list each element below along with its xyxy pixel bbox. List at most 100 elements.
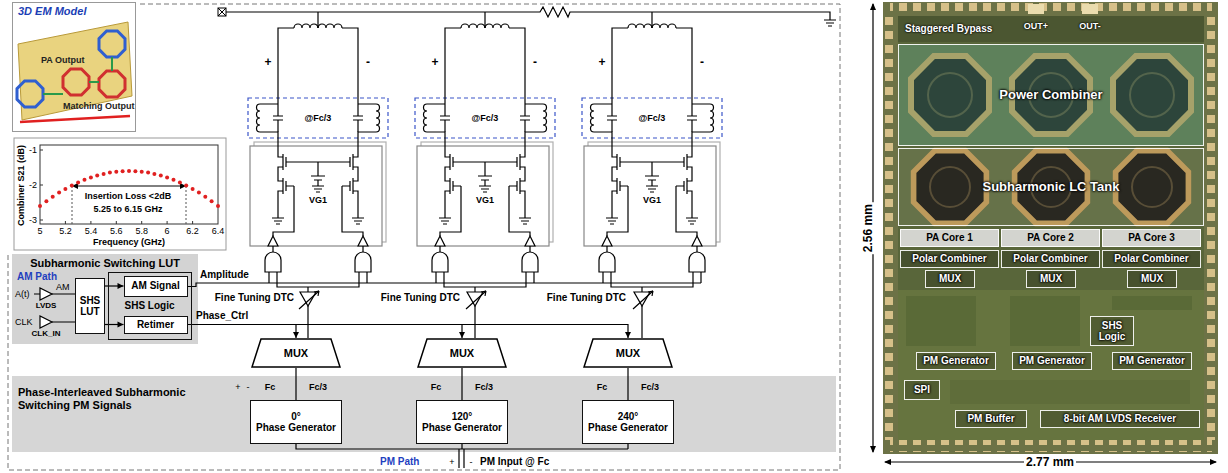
logic-box: SHS LogicAM SignalRetimer <box>108 272 192 340</box>
data-point <box>83 178 87 182</box>
pm-band: Phase-Interleaved Subharmonic Switching … <box>12 376 836 452</box>
polarity-sign: - <box>533 55 537 69</box>
axis-tick: 6 <box>165 226 170 237</box>
path-name: PM Path <box>380 456 419 468</box>
node-text: PM Buffer <box>967 413 1014 425</box>
frequency-label: Fc/3 <box>641 382 659 393</box>
connector <box>188 325 300 339</box>
axis-title: Frequency (GHz) <box>93 237 165 248</box>
data-point <box>108 171 112 175</box>
block-name: Fine Tuning DTC <box>215 292 294 304</box>
die-block: PA Core 3 <box>1102 229 1201 247</box>
node-text: Phase Generator <box>422 422 502 434</box>
mux-outline <box>418 339 506 367</box>
node-text: MUX <box>616 347 640 360</box>
text-holder: Matching Output <box>63 101 135 111</box>
arrow-head <box>625 332 631 338</box>
mux-block: MUX <box>417 338 507 368</box>
die-block: MUX <box>1026 270 1076 288</box>
axis-tick: -1 <box>29 145 37 156</box>
path-name: PM Path <box>380 456 419 468</box>
die-region: Power Combiner <box>898 44 1204 146</box>
axis-tick: 6.2 <box>186 226 199 237</box>
polarity-sign: - <box>366 55 370 69</box>
signal-name: PM Input @ Fc <box>480 456 549 468</box>
node-text: Polar Combiner <box>1114 253 1188 265</box>
polarity-sign: - <box>533 55 537 69</box>
frequency-label: Fc/3 <box>641 382 659 393</box>
retimer-box: Retimer <box>124 316 188 334</box>
axis-tick: 6.4 <box>212 226 225 237</box>
node-text: PM Generator <box>923 355 989 367</box>
polarity-sign: + <box>431 55 438 69</box>
polarity-sign: + <box>235 382 240 393</box>
buffer-name: LVDS <box>36 301 57 311</box>
axis-tick: 5.2 <box>59 226 72 237</box>
node-text: PA Core 3 <box>1128 232 1175 244</box>
data-point <box>133 169 137 173</box>
path-name: AM Path <box>17 271 57 283</box>
axis-tick: 6 <box>165 226 170 237</box>
polarity-sign: - <box>366 55 370 69</box>
node-text: Power Combiner <box>999 88 1102 103</box>
node-text: Subharmonic LC Tank <box>983 180 1120 195</box>
resonance-label: @Fc/3 <box>305 113 332 124</box>
die-block: MUX <box>925 270 975 288</box>
node-text: PA Output <box>41 55 85 65</box>
data-point <box>216 204 220 208</box>
axis-title: Combiner S21 (dB) <box>16 144 27 225</box>
mux-outline <box>252 339 340 367</box>
node-text: SHS Logic <box>109 300 190 312</box>
pad-label: OUT- <box>1079 21 1101 32</box>
node-text: PA Core 1 <box>926 232 973 244</box>
bias-voltage: VG1 <box>643 195 661 206</box>
polarity-sign: + <box>431 55 438 69</box>
node-text: MUX <box>284 347 308 360</box>
node-text: PM Generator <box>1119 355 1185 367</box>
node-text: Polar Combiner <box>912 253 986 265</box>
die-block: PM Generator <box>1112 352 1192 370</box>
axis-tick: 6.2 <box>186 226 199 237</box>
polarity-sign: + <box>598 55 605 69</box>
frequency-label: Fc <box>597 382 608 393</box>
data-point <box>197 191 201 195</box>
connector <box>628 368 629 400</box>
die-block: Polar Combiner <box>1102 250 1201 268</box>
polarity-sign: + <box>449 457 454 468</box>
axis-title: Combiner S21 (dB) <box>16 144 27 225</box>
axis-tick: 5.4 <box>85 226 98 237</box>
die-block: Polar Combiner <box>900 250 999 268</box>
connector-line <box>627 368 628 400</box>
polarity-sign: + <box>449 457 454 468</box>
data-point <box>178 180 182 184</box>
data-point <box>172 178 176 182</box>
axis-tick: 6.4 <box>212 226 225 237</box>
data-point <box>63 187 67 191</box>
data-point <box>159 174 163 178</box>
polarity-sign: + <box>264 55 271 69</box>
node-text: PM Generator <box>1019 355 1085 367</box>
data-point <box>140 170 144 174</box>
axis-tick: 5.4 <box>85 226 98 237</box>
node-text: 3D EM Model <box>18 5 86 18</box>
node-text: Subharmonic Switching LUT <box>12 257 198 270</box>
bias-voltage: VG1 <box>476 195 494 206</box>
data-point <box>76 180 80 184</box>
data-point <box>70 184 74 188</box>
die-block: MUX <box>1127 270 1177 288</box>
signal-name: AM <box>56 282 70 293</box>
die-label: Staggered Bypass <box>905 23 992 35</box>
die-block: PM Buffer <box>955 410 1027 428</box>
pin-name: A(t) <box>15 289 30 300</box>
arrow-head <box>459 332 465 338</box>
axis-title: Frequency (GHz) <box>93 237 165 248</box>
node-text: Polar Combiner <box>1013 253 1087 265</box>
data-point <box>95 174 99 178</box>
data-point <box>127 169 131 173</box>
frequency-label: Fc <box>265 382 276 393</box>
node-text: Phase Generator <box>256 422 336 434</box>
die-block: SPI <box>904 380 940 400</box>
axis-tick: -3 <box>29 215 37 226</box>
signal-name: CLK_IN <box>32 329 61 339</box>
